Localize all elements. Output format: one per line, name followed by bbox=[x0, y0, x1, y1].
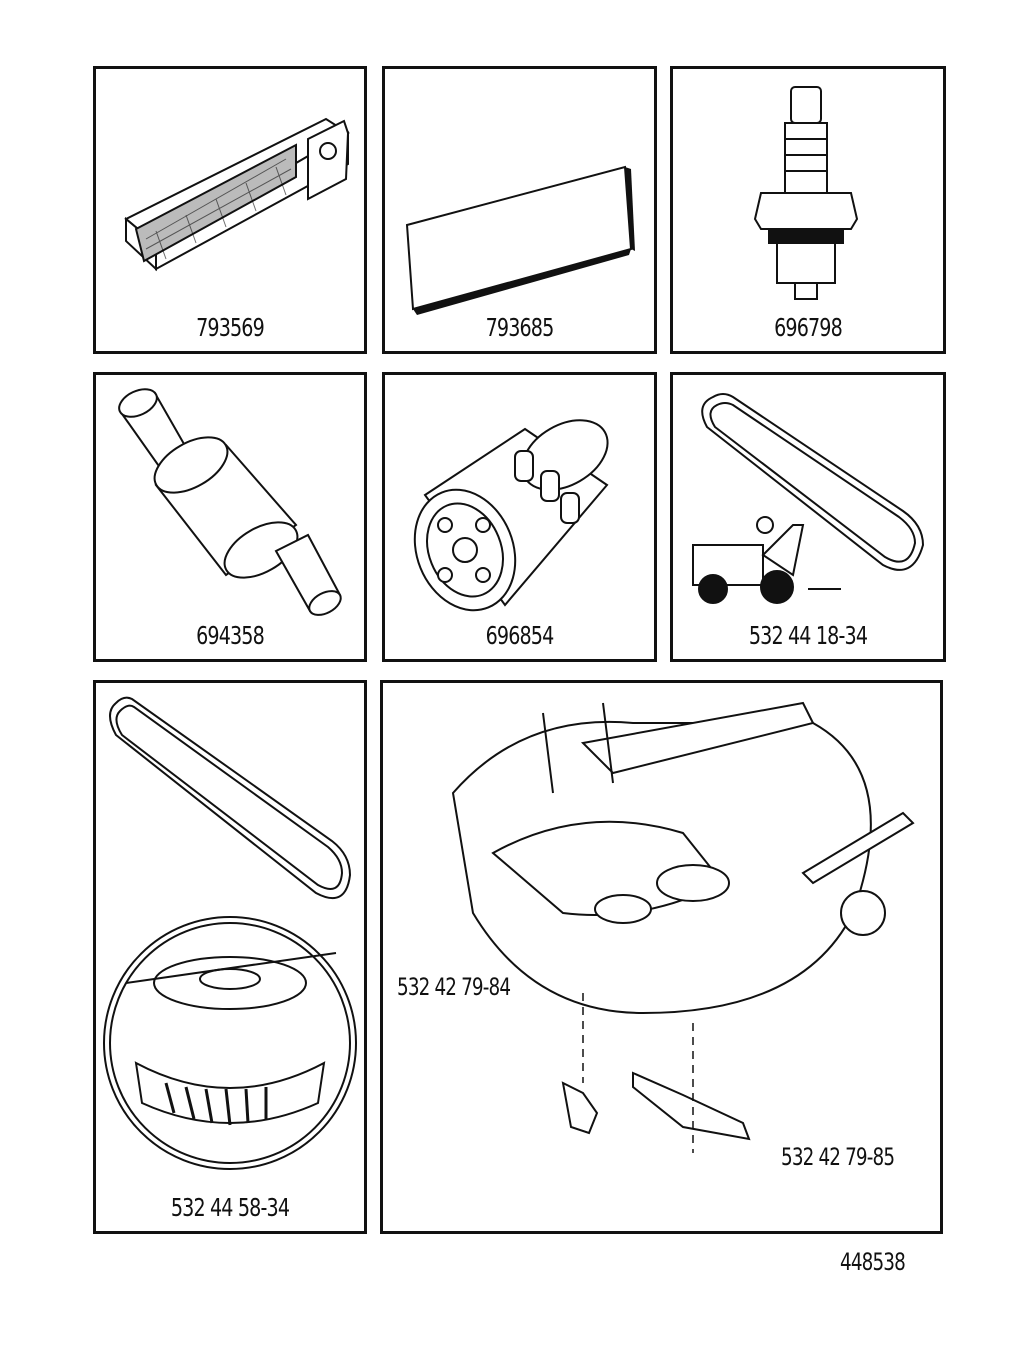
air-filter-icon bbox=[96, 69, 364, 351]
panel-mower-deck: 532 42 79-84 532 42 79-85 bbox=[380, 680, 943, 1234]
part-number-label: 793685 bbox=[485, 313, 555, 342]
panel-fuel-filter: 694358 bbox=[93, 372, 367, 662]
panel-air-filter: 793569 bbox=[93, 66, 367, 354]
part-number-label: 696854 bbox=[485, 621, 555, 650]
fuel-filter-icon bbox=[96, 375, 364, 659]
blade-right-label: 532 42 79-85 bbox=[781, 1143, 895, 1171]
deck-belt-pulley-icon bbox=[96, 683, 364, 1231]
part-number-label: 532 44 18-34 bbox=[748, 621, 868, 650]
blade-left-label: 532 42 79-84 bbox=[397, 973, 511, 1001]
panel-drive-belt: 532 44 18-34 bbox=[670, 372, 946, 662]
panel-deck-belt: 532 44 58-34 bbox=[93, 680, 367, 1234]
part-number-label: 694358 bbox=[196, 621, 265, 650]
drive-belt-icon bbox=[673, 375, 943, 659]
part-number-label: 793569 bbox=[196, 313, 265, 342]
riding-mower-icon bbox=[693, 517, 841, 603]
mower-deck-icon bbox=[383, 683, 940, 1231]
spark-plug-icon bbox=[673, 69, 943, 351]
document-number: 448538 bbox=[840, 1248, 906, 1276]
part-number-label: 532 44 58-34 bbox=[170, 1193, 290, 1222]
foam-pre-filter-icon bbox=[385, 69, 635, 315]
panel-oil-filter: 696854 bbox=[382, 372, 657, 662]
part-number-label: 696798 bbox=[774, 313, 843, 342]
panel-pre-filter: 793685 bbox=[382, 66, 657, 354]
panel-spark-plug: 696798 bbox=[670, 66, 946, 354]
oil-filter-icon bbox=[385, 375, 654, 659]
